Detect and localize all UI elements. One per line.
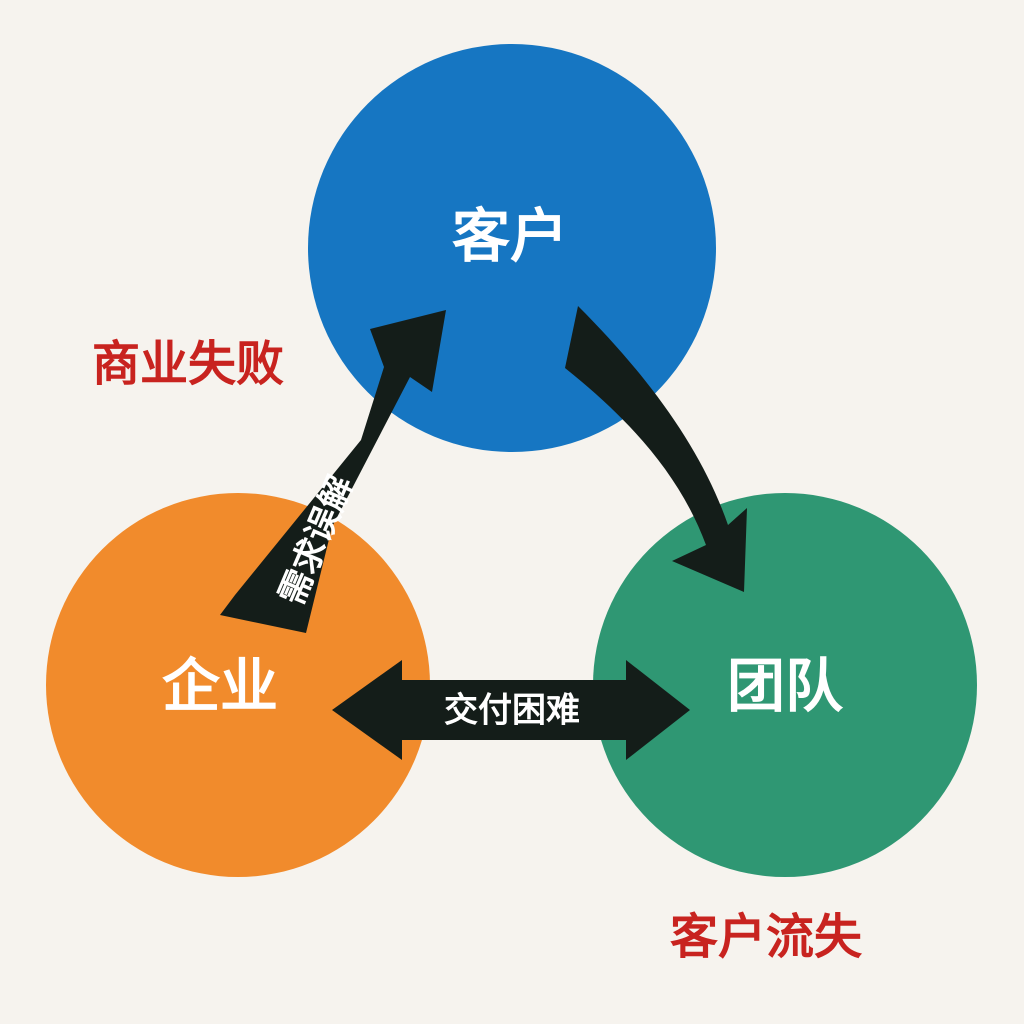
customer-team-arrow <box>565 306 747 592</box>
enterprise-team-arrow <box>332 660 690 760</box>
customer-churn-annotation: 客户流失 <box>670 909 863 965</box>
enterprise-team-arrow-label: 交付困难 <box>444 691 580 731</box>
enterprise-circle <box>46 493 430 877</box>
customer-node-label: 客户 <box>452 202 568 270</box>
enterprise-node-label: 企业 <box>162 652 278 720</box>
team-node-label: 团队 <box>727 652 844 720</box>
enterprise-customer-arrow <box>220 310 446 633</box>
team-circle <box>593 493 977 877</box>
business-failure-annotation: 商业失败 <box>92 336 284 392</box>
